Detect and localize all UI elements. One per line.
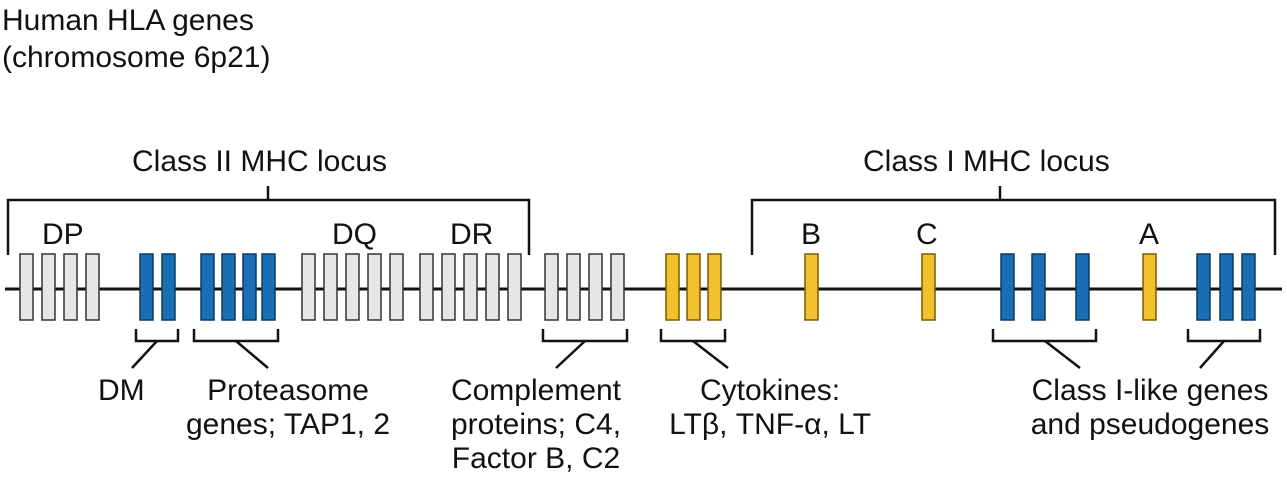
gene-label-a: A (1139, 218, 1160, 251)
class1-like-bracket-1 (991, 329, 1098, 369)
class1-locus-bracket (750, 186, 1277, 255)
gene-box (463, 253, 478, 321)
gene-box (367, 253, 382, 321)
gene-box (221, 253, 236, 321)
gene-box (139, 253, 154, 321)
gene-box (441, 253, 456, 321)
class2-locus-bracket (6, 186, 531, 255)
gene-box (507, 253, 522, 321)
gene-label-dr: DR (450, 218, 494, 251)
cytokines-label: Cytokines: LTβ, TNF-α, LT (650, 374, 890, 442)
gene-box (1241, 253, 1256, 321)
gene-box (1196, 253, 1211, 321)
cytokines-label-line-2: LTβ, TNF-α, LT (669, 408, 871, 441)
proteasome-label-line-1: Proteasome (207, 374, 369, 407)
dm-genes (139, 253, 176, 321)
gene-box (85, 253, 100, 321)
dm-label: DM (98, 374, 145, 407)
gene-box (1075, 253, 1090, 321)
title-line-2: (chromosome 6p21) (2, 41, 271, 74)
gene-box (707, 253, 722, 321)
gene-box (301, 253, 316, 321)
dq-genes (301, 253, 404, 321)
gene-a-box (1142, 253, 1157, 321)
complement-label-line-3: Factor B, C2 (451, 442, 621, 475)
gene-box (261, 253, 276, 321)
dm-bracket (131, 329, 180, 369)
gene-box (161, 253, 176, 321)
gene-box (419, 253, 434, 321)
gene-b-box (804, 253, 819, 321)
title-line-1: Human HLA genes (2, 4, 254, 37)
complement-genes (544, 253, 625, 321)
class1-like-genes (1000, 253, 1256, 321)
gene-box (242, 253, 257, 321)
complement-label-line-2: proteins; C4, (450, 408, 622, 441)
gene-box (544, 253, 559, 321)
gene-box (1219, 253, 1234, 321)
gene-label-dp: DP (42, 218, 84, 251)
gene-box (566, 253, 581, 321)
proteasome-bracket (192, 329, 280, 369)
complement-bracket (541, 329, 629, 369)
proteasome-label-line-2: genes; TAP1, 2 (185, 408, 391, 441)
class2-locus-label: Class II MHC locus (132, 145, 388, 178)
complement-label: Complement proteins; C4, Factor B, C2 (430, 374, 642, 476)
class1-locus-label: Class I MHC locus (863, 145, 1110, 178)
class1-like-label-line-2: and pseudogenes (1030, 408, 1270, 441)
gene-box (686, 253, 701, 321)
complement-label-line-1: Complement (450, 374, 622, 407)
gene-box (1000, 253, 1015, 321)
cytokines-label-line-1: Cytokines: (699, 374, 841, 407)
cytokine-bracket (659, 329, 729, 369)
gene-box (41, 253, 56, 321)
gene-box (665, 253, 680, 321)
dr-genes (419, 253, 522, 321)
gene-box (323, 253, 338, 321)
gene-label-b: B (801, 218, 822, 251)
gene-box (610, 253, 625, 321)
gene-c-box (921, 253, 936, 321)
gene-box (485, 253, 500, 321)
gene-box (389, 253, 404, 321)
proteasome-label: Proteasome genes; TAP1, 2 (170, 374, 406, 442)
gene-box (63, 253, 78, 321)
gene-box (200, 253, 215, 321)
proteasome-genes (200, 253, 276, 321)
class1-like-bracket-2 (1186, 329, 1262, 369)
gene-label-dq: DQ (332, 218, 377, 251)
class1-like-label: Class I-like genes and pseudogenes (1014, 374, 1286, 442)
gene-box (19, 253, 34, 321)
gene-box (1031, 253, 1046, 321)
gene-label-c: C (916, 218, 938, 251)
class1-genes (804, 253, 1157, 321)
dp-genes (19, 253, 100, 321)
diagram-title: Human HLA genes (chromosome 6p21) (2, 2, 270, 76)
class1-like-label-line-1: Class I-like genes (1031, 374, 1269, 407)
gene-box (588, 253, 603, 321)
cytokine-genes (665, 253, 722, 321)
gene-box (345, 253, 360, 321)
